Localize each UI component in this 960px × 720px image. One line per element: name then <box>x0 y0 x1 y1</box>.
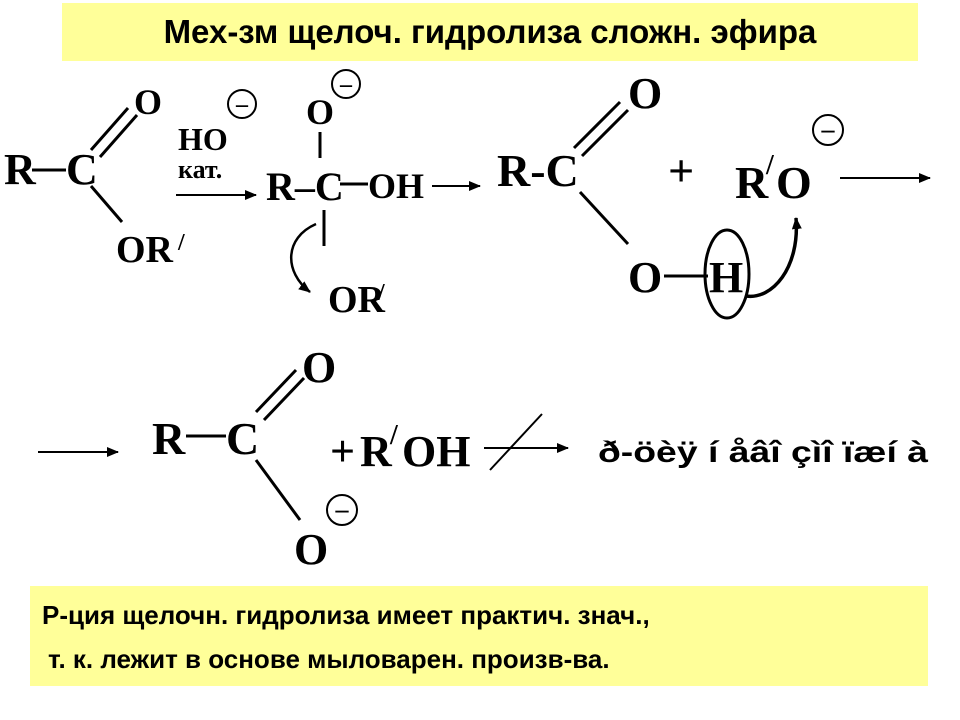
alcohol-molecule: R / OH <box>360 420 470 476</box>
intermediate-prime: / <box>377 280 385 306</box>
note-box: Р-ция щелочн. гидролиза имеет практич. з… <box>30 586 928 686</box>
carboxylate-charge-circle <box>326 494 358 526</box>
alkoxide-charge-circle <box>812 114 844 146</box>
acid-co-double-1 <box>572 100 622 150</box>
ho-charge-circle <box>227 89 257 119</box>
carboxylate-co-double-1 <box>254 368 298 414</box>
intermediate-rc: R–C <box>266 164 344 209</box>
plus-2: + <box>330 427 355 476</box>
alkoxide-ion: R / O – <box>735 114 931 208</box>
alkoxide-charge-sign: – <box>821 115 836 144</box>
acid-rc: R-C <box>497 145 579 196</box>
garbled-result-text: ð-öèÿ í åâî çìî ïæí à <box>598 436 928 469</box>
intermediate-oh: OH <box>368 166 424 206</box>
acid-o-bottom: O <box>628 253 662 302</box>
note-line-2: т. к. лежит в основе мыловарен. произв-в… <box>48 644 610 674</box>
intermediate-or: OR <box>328 279 386 321</box>
carboxylate-charge-sign: – <box>335 495 350 524</box>
carboxylate-r: R <box>152 413 186 464</box>
ho-charge-sign: – <box>235 92 249 118</box>
acid-h: H <box>709 253 743 302</box>
electron-shift-arrow-1 <box>289 222 317 293</box>
ester-c-or-bond <box>89 185 124 223</box>
ester-co-double-2 <box>98 114 139 158</box>
ester-r: R <box>4 145 37 194</box>
acid-o-top: O <box>628 69 662 118</box>
electron-shift-arrow-2 <box>745 217 802 298</box>
note-line-1: Р-ция щелочн. гидролиза имеет практич. з… <box>42 600 650 630</box>
carboxylate-c-o-bond <box>254 459 302 521</box>
acid-molecule: R-C O O H <box>497 69 802 320</box>
acid-c-o-bond <box>578 190 630 246</box>
carboxylate-o-top: O <box>302 343 336 392</box>
alcohol-r: R <box>360 427 393 476</box>
alcohol-oh: OH <box>402 427 470 476</box>
title-box: Мех-зм щелоч. гидролиза сложн. эфира <box>62 3 918 61</box>
ester-molecule: R C O OR / <box>4 82 185 271</box>
alcohol-prime: / <box>389 420 399 451</box>
alkoxide-prime: / <box>765 150 775 181</box>
alkoxide-o: O <box>776 157 812 208</box>
blocked-arrow <box>484 413 569 471</box>
ester-o: O <box>134 82 162 122</box>
reaction-conditions: HO – кат. <box>176 89 257 200</box>
carboxylate-co-double-2 <box>262 376 306 422</box>
ester-or: OR <box>116 229 174 271</box>
alkoxide-r: R <box>735 157 769 208</box>
catalyst-label: кат. <box>178 155 222 184</box>
plus-1: + <box>668 145 694 196</box>
ester-prime: / <box>177 230 185 256</box>
carboxylate-c: C <box>226 413 259 464</box>
intermediate-o: O <box>306 92 334 132</box>
intermediate-molecule: O – R–C OH OR / <box>266 69 481 321</box>
carboxylate-ion: R C O O – <box>152 343 358 574</box>
acid-co-double-2 <box>580 108 630 158</box>
carboxylate-o-bottom: O <box>294 525 328 574</box>
page-title: Мех-зм щелоч. гидролиза сложн. эфира <box>163 13 817 50</box>
intermediate-charge-sign: – <box>339 72 353 98</box>
arrow-5-strike <box>489 413 543 471</box>
intermediate-charge-circle <box>331 69 361 99</box>
acid-h-circle <box>703 228 751 320</box>
reagent-ho: HO <box>178 121 228 157</box>
ester-co-double-1 <box>89 107 130 151</box>
